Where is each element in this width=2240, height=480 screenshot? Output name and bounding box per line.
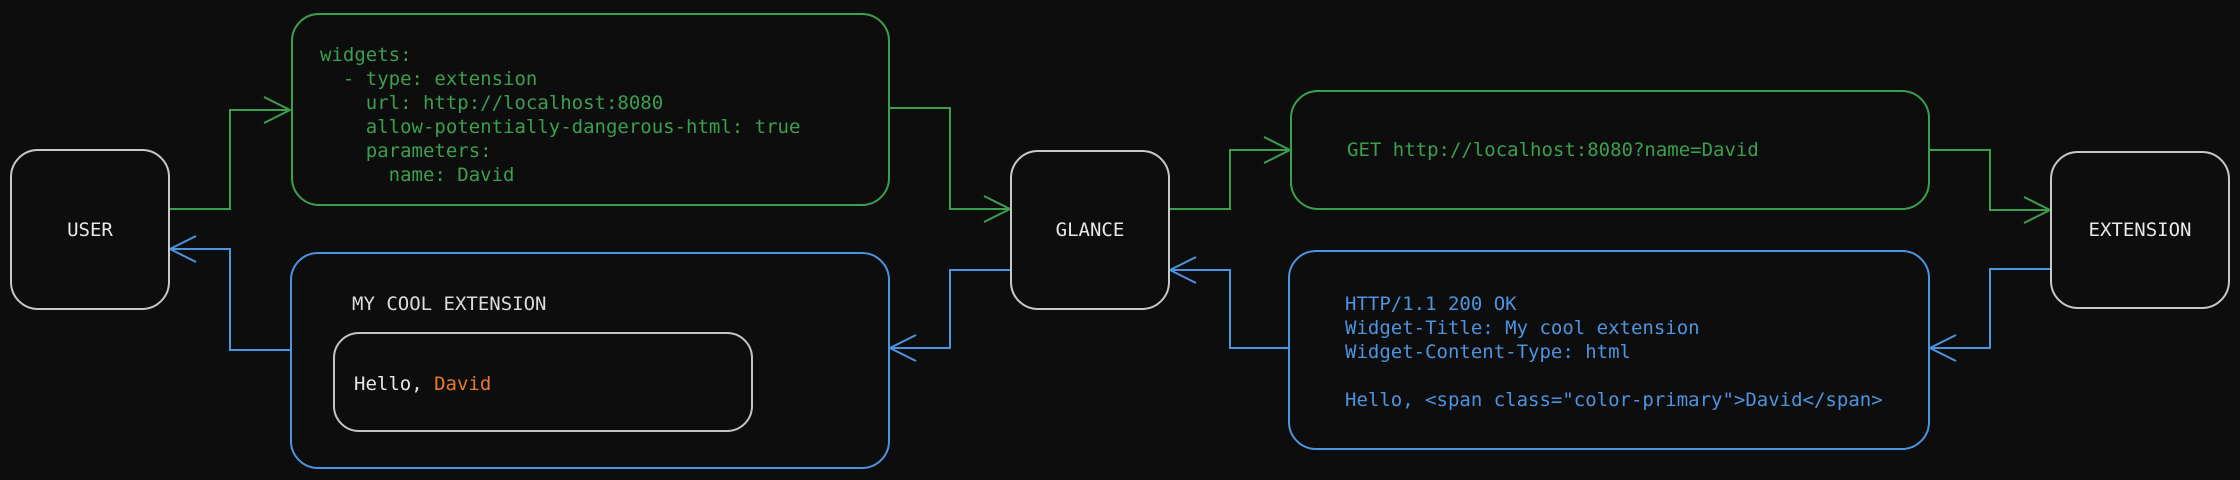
extension-node: EXTENSION [2050,151,2230,309]
rendered-widget-box: MY COOL EXTENSION Hello, David [290,252,890,469]
http-request-line: GET http://localhost:8080?name=David [1347,139,1759,161]
arrow-widget-to-user [171,248,290,351]
http-response-code: HTTP/1.1 200 OK Widget-Title: My cool ex… [1345,293,1883,411]
arrow-response-to-glance-head-icon [1167,256,1197,284]
http-response-box: HTTP/1.1 200 OK Widget-Title: My cool ex… [1288,250,1930,450]
arrow-extension-to-response [1931,268,2050,349]
http-request-box: GET http://localhost:8080?name=David [1290,90,1930,210]
arrow-request-to-extension [1930,149,2049,211]
arrow-user-to-config-head-icon [263,96,293,124]
arrow-glance-to-widget [891,269,1010,349]
config-yaml-box: widgets: - type: extension url: http://l… [291,13,890,206]
arrow-config-to-glance [890,107,1009,210]
arrow-extension-to-response-head-icon [1927,334,1957,362]
arrow-user-to-config [170,109,289,210]
widget-title: MY COOL EXTENSION [352,293,547,315]
user-node: USER [10,149,170,310]
arrow-widget-to-user-head-icon [167,235,197,263]
arrow-response-to-glance [1171,269,1288,349]
glance-node-label: GLANCE [1055,219,1125,241]
user-node-label: USER [67,218,113,241]
glance-node: GLANCE [1010,150,1170,310]
widget-greeting-prefix: Hello, [354,373,435,395]
arrow-glance-to-request [1170,149,1289,210]
arrow-glance-to-widget-head-icon [887,334,917,362]
widget-greeting-name: David [434,373,492,395]
extension-node-label: EXTENSION [2088,219,2192,241]
widget-greeting: Hello, David [354,372,491,396]
config-yaml-code: widgets: - type: extension url: http://l… [320,44,801,186]
widget-content-frame: Hello, David [333,332,753,432]
